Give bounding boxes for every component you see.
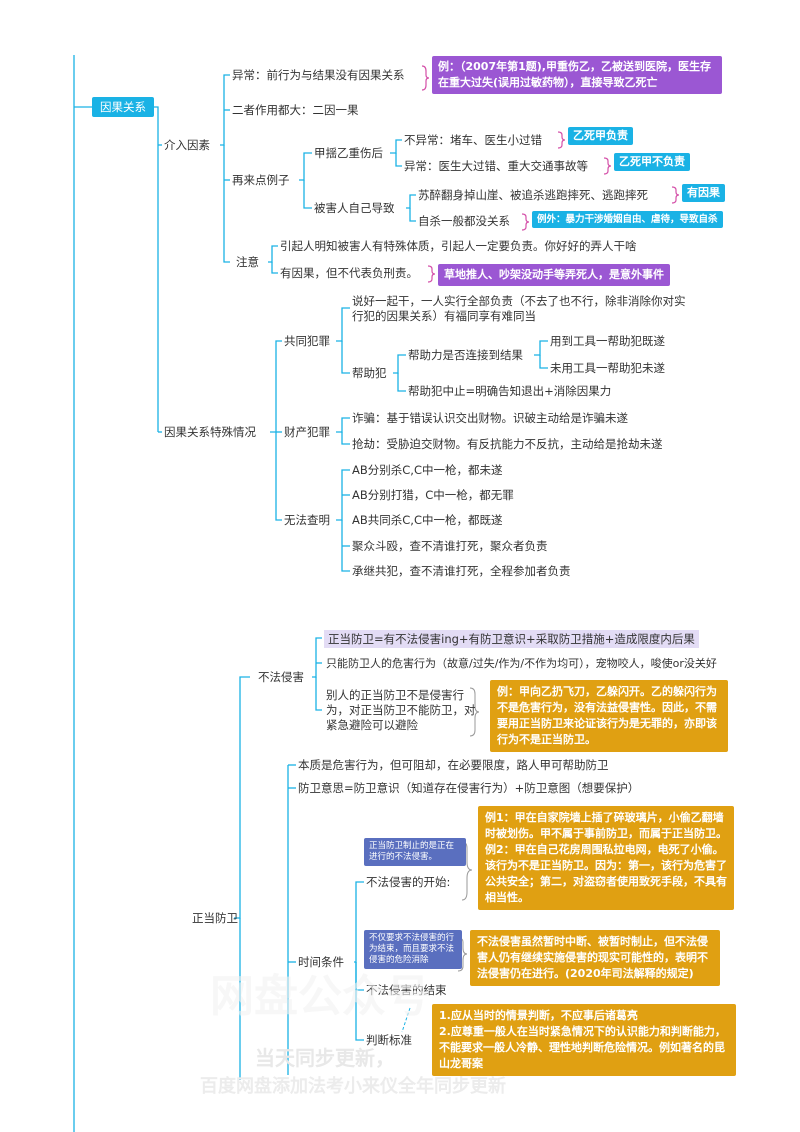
abnormal-example-box: 例：（2007年第1题),甲重伤乙，乙被送到医院，医生存在重大过失(误用过敏药物…	[432, 56, 722, 94]
node-both-big: 二者作用都大：二因一果	[232, 103, 359, 117]
node-jia-normal: 不异常：堵车、医生小过错	[404, 133, 542, 147]
node-joint-a: 说好一起干，一人实行全部负责（不去了也不行，除非消除你对实行犯的因果关系）有福同…	[352, 294, 686, 323]
start-note-box: 正当防卫制止的是正在进行的不法侵害。	[364, 838, 466, 866]
start-example-box: 例1：甲在自家院墙上插了碎玻璃片，小偷乙翻墙时被划伤。甲不属于事前防卫，而属于正…	[478, 806, 734, 910]
note-accident-box: 草地推人、吵架没动手等弄死人，是意外事件	[438, 264, 670, 286]
node-jia: 甲揺乙重伤后	[314, 146, 383, 160]
judge-example-box: 1.应从当时的情景判断，不应事后诸葛亮 2.应尊重一般人在当时紧急情况下的认识能…	[432, 1004, 736, 1076]
node-timing: 时间条件	[298, 955, 344, 969]
node-nature: 本质是危害行为，但可阻却，在必要限度，路人甲可帮助防卫	[298, 758, 609, 772]
node-intervening: 介入因素	[164, 138, 210, 152]
node-abnormal: 异常：前行为与结果没有因果关系	[232, 68, 405, 82]
root-node: 因果关系	[92, 97, 154, 117]
node-victim-b: 自杀一般都没关系	[418, 214, 510, 228]
node-unknown: 无法查明	[284, 513, 330, 527]
node-unknown-1: AB分别杀C,C中一枪，都未遂	[352, 463, 503, 477]
node-property: 财产犯罪	[284, 425, 330, 439]
node-note-b: 有因果，但不代表负刑责。	[280, 266, 418, 280]
node-start: 不法侵害的开始:	[366, 875, 451, 889]
node-unknown-4: 聚众斗殴，查不清谁打死，聚众者负责	[352, 539, 548, 553]
others-example-box: 例：甲向乙扔飞刀，乙躲闪开。乙的躲闪行为不是危害行为，没有法益侵害性。因此，不需…	[490, 680, 728, 752]
node-help-stop: 帮助犯中止=明确告知退出+消除因果力	[408, 384, 612, 398]
end-example-box: 不法侵害虽然暂时中断、被暂时制止，但不法侵害人仍有继续实施侵害的现实可能性的，表…	[470, 930, 720, 986]
node-end: 不法侵害的结束	[366, 983, 447, 997]
node-fraud: 诈骗：基于错误认识交出财物。识破主动给是诈骗未遂	[352, 411, 628, 425]
node-note-a: 引起人明知被害人有特殊体质，引起人一定要负责。你好好的弄人干啥	[280, 239, 637, 253]
defense-formula: 正当防卫=有不法侵害ing+有防卫意识+采取防卫措施+造成限度内后果	[324, 630, 699, 648]
watermark-small: 百度网盘添加法考小来仪全年同步更新	[200, 1076, 506, 1097]
node-only-person: 只能防卫人的危害行为（故意/过失/作为/不作为均可），宠物咬人，唆使or没关好	[326, 657, 717, 670]
node-unlawful: 不法侵害	[258, 670, 304, 684]
node-unknown-2: AB分别打猎，C中一枪，都无罪	[352, 488, 514, 502]
tag-causal: 有因果	[682, 184, 725, 202]
node-examples: 再来点例子	[232, 173, 290, 187]
node-joint: 共同犯罪	[284, 334, 330, 348]
node-help-q: 帮助力是否连接到结果	[408, 348, 523, 362]
end-note-box: 不仅要求不法侵害的行为结束，而且要求不法侵害的危险消除	[364, 930, 462, 969]
node-help: 帮助犯	[352, 366, 387, 380]
node-victim: 被害人自己导致	[314, 201, 395, 215]
watermark-large: 网盘公众号	[210, 971, 430, 1022]
node-unknown-5: 承继共犯，查不清谁打死，全程参加者负责	[352, 564, 571, 578]
node-victim-a: 苏醉翻身掉山崖、被追杀逃跑摔死、逃跑摔死	[418, 188, 648, 202]
node-judge: 判断标准	[366, 1033, 412, 1047]
node-unknown-3: AB共同杀C,C中一枪，都既遂	[352, 513, 503, 527]
tag-jia-responsible: 乙死甲负责	[568, 127, 633, 145]
node-help-unused: 未用工具一帮助犯未遂	[550, 361, 665, 375]
node-others: 别人的正当防卫不是侵害行为，对正当防卫不能防卫，对紧急避险可以避险	[326, 688, 476, 732]
node-defense: 正当防卫	[192, 911, 238, 925]
node-note: 注意	[236, 255, 259, 269]
node-intent: 防卫意思=防卫意识（知道存在侵害行为）+防卫意图（想要保护）	[298, 781, 640, 795]
node-jia-abnormal: 异常：医生大过错、重大交通事故等	[404, 159, 588, 173]
node-help-used: 用到工具一帮助犯既遂	[550, 334, 665, 348]
tag-jia-not-responsible: 乙死甲不负责	[614, 153, 690, 171]
node-robbery: 抢劫：受胁迫交财物。有反抗能力不反抗，主动给是抢劫未遂	[352, 437, 663, 451]
watermark-mid: 当天同步更新，	[255, 1046, 395, 1070]
node-special: 因果关系特殊情况	[164, 425, 256, 439]
tag-suicide-exception: 例外：暴力干涉婚姻自由、虐待，导致自杀	[532, 211, 723, 228]
